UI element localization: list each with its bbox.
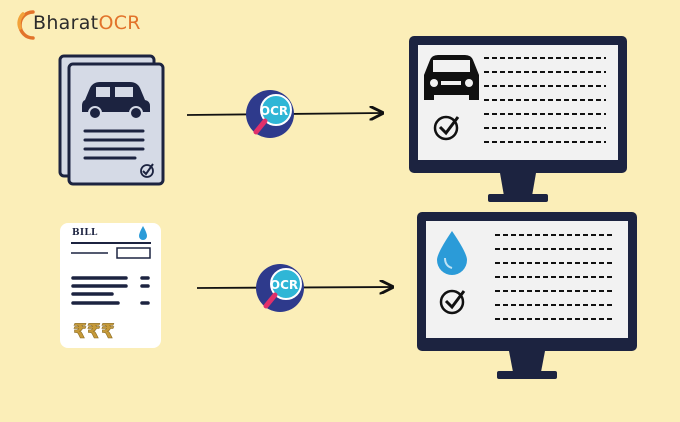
magnifier-icon: [253, 118, 268, 135]
brand-logo: [14, 6, 144, 42]
water-drop-icon: [139, 226, 147, 240]
checkmark-icon: [140, 163, 154, 178]
checkmark-icon: [433, 115, 460, 141]
ocr-badge-2: [256, 264, 304, 312]
logo-brand-part2: OCR: [98, 12, 141, 34]
vehicle-document-icon: [58, 54, 165, 186]
logo-text: BharatOCR: [33, 11, 141, 35]
ocr-badge-label-2: OCR: [269, 278, 299, 292]
logo-brand-part1: Bharat: [33, 12, 99, 34]
rupee-icon: ₹₹₹: [73, 319, 115, 343]
ocr-badge-label-1: OCR: [259, 104, 289, 118]
bill-document-icon: [60, 223, 161, 348]
water-drop-icon: [437, 231, 467, 275]
ocr-badge-1: [246, 90, 294, 138]
checkmark-icon: [439, 289, 466, 315]
monitor-icon: [417, 212, 637, 379]
car-icon: [424, 55, 479, 100]
bill-title: BILL: [72, 228, 98, 238]
monitor-icon: [409, 36, 627, 202]
magnifier-icon: [263, 292, 278, 309]
car-icon: [82, 82, 150, 120]
logo-ring-icon: [17, 10, 35, 40]
